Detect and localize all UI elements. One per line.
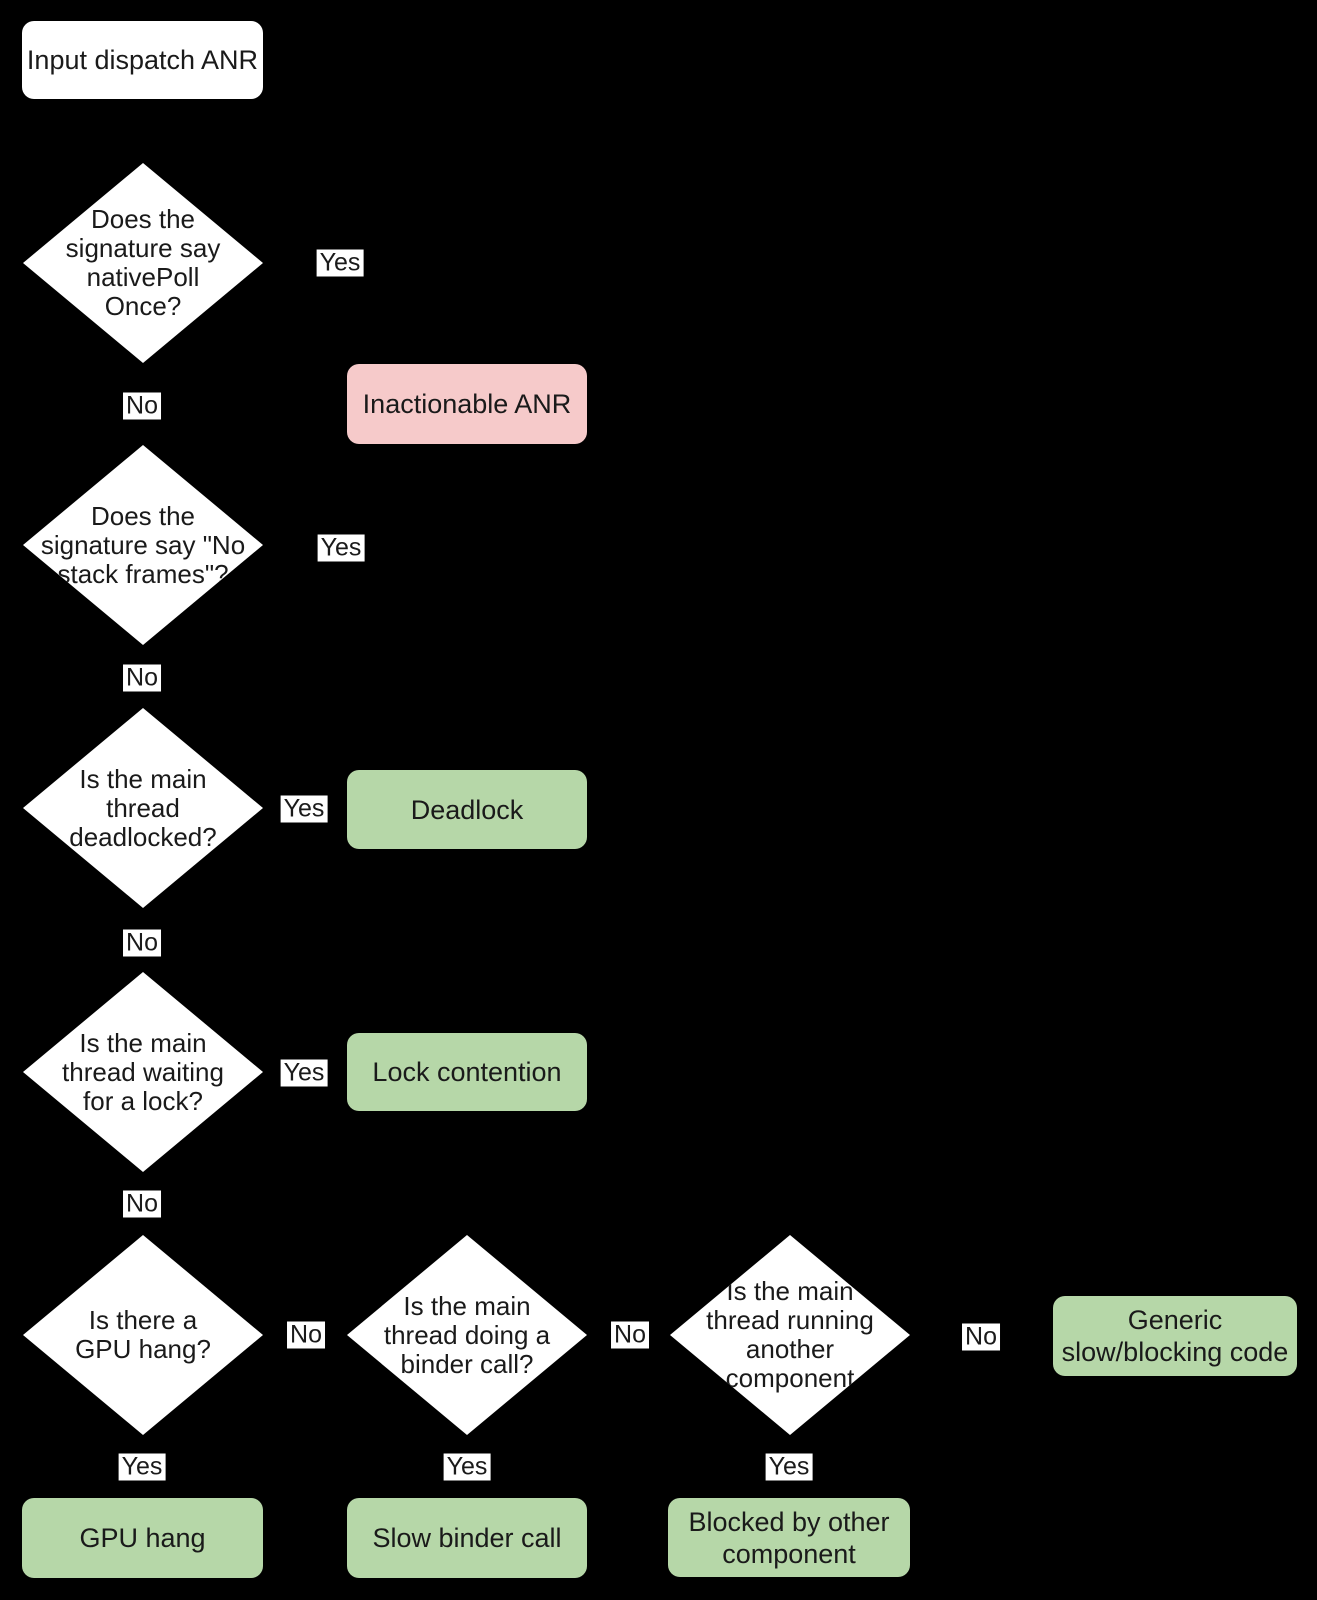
outcome-generic-slow-blocking-code: Generic slow/blocking code (1053, 1296, 1297, 1376)
edge-label-yes-binder-call: Yes (443, 1453, 491, 1481)
edge-label-no-deadlocked: No (123, 929, 161, 957)
edge-label-yes-another-component: Yes (765, 1453, 813, 1481)
edge-label-yes-gpu-hang: Yes (118, 1453, 166, 1481)
edge-label-no-no-stack-frames: No (123, 664, 161, 692)
decision-main-thread-deadlocked: Is the main thread deadlocked? (23, 708, 263, 908)
outcome-lock-contention: Lock contention (347, 1033, 587, 1111)
decision-nativepollonce: Does the signature say nativePoll Once? (23, 163, 263, 363)
outcome-blocked-by-other-component: Blocked by other component (668, 1498, 910, 1577)
edge-label-yes-no-stack-frames: Yes (317, 534, 365, 562)
decision-waiting-for-lock: Is the main thread waiting for a lock? (23, 972, 263, 1172)
decision-binder-call: Is the main thread doing a binder call? (347, 1235, 587, 1435)
outcome-deadlock: Deadlock (347, 770, 587, 849)
decision-gpu-hang: Is there a GPU hang? (23, 1235, 263, 1435)
outcome-slow-binder-call: Slow binder call (347, 1498, 587, 1578)
edge-label-no-binder-call: No (611, 1321, 649, 1349)
decision-no-stack-frames: Does the signature say "No stack frames"… (23, 445, 263, 645)
edge-label-no-another-component: No (962, 1323, 1000, 1351)
outcome-gpu-hang: GPU hang (22, 1498, 263, 1578)
edge-label-no-gpu-hang: No (287, 1321, 325, 1349)
edge-label-yes-deadlocked: Yes (280, 795, 328, 823)
outcome-inactionable-anr: Inactionable ANR (347, 364, 587, 444)
decision-running-another-component: Is the main thread running another compo… (670, 1235, 910, 1435)
edge-label-no-nativepollonce: No (123, 392, 161, 420)
start-node-input-dispatch-anr: Input dispatch ANR (22, 21, 263, 99)
edge-label-yes-nativepollonce: Yes (316, 249, 364, 277)
edge-label-no-waiting-for-lock: No (123, 1190, 161, 1218)
edge-label-yes-waiting-for-lock: Yes (280, 1059, 328, 1087)
